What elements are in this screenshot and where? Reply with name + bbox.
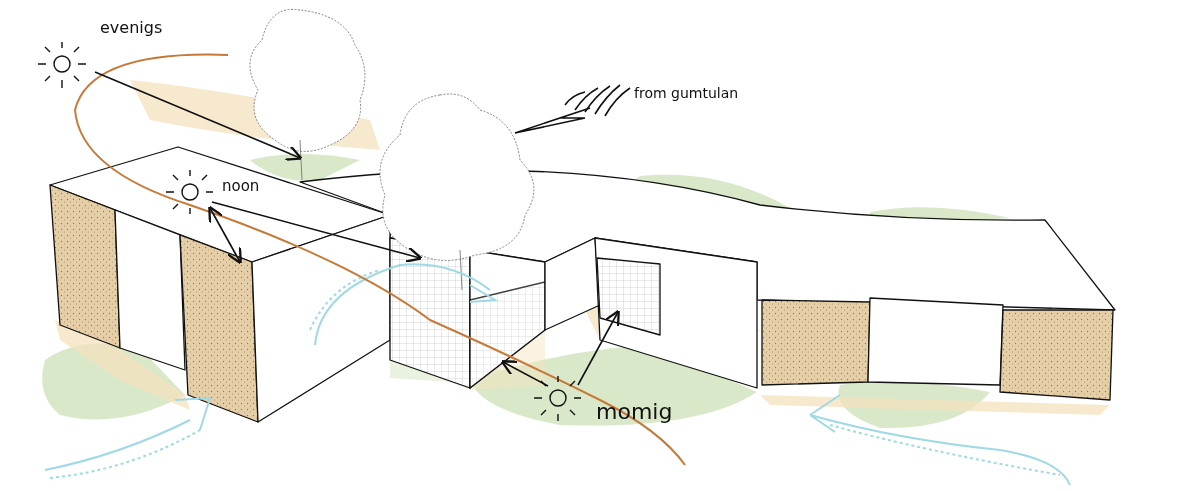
wind-arrow [45, 264, 1070, 485]
sun-label: momig [596, 400, 672, 423]
sun-label: evenigs [100, 20, 162, 37]
wind-direction-symbol [515, 85, 630, 133]
sun-symbol [38, 42, 581, 421]
sun-ray-arrow [95, 72, 618, 386]
building-massing [50, 147, 1115, 422]
sun-label: noon [222, 179, 259, 195]
tree [250, 9, 534, 290]
wind-label: from gumtulan [634, 86, 746, 101]
sun-path [75, 55, 685, 465]
